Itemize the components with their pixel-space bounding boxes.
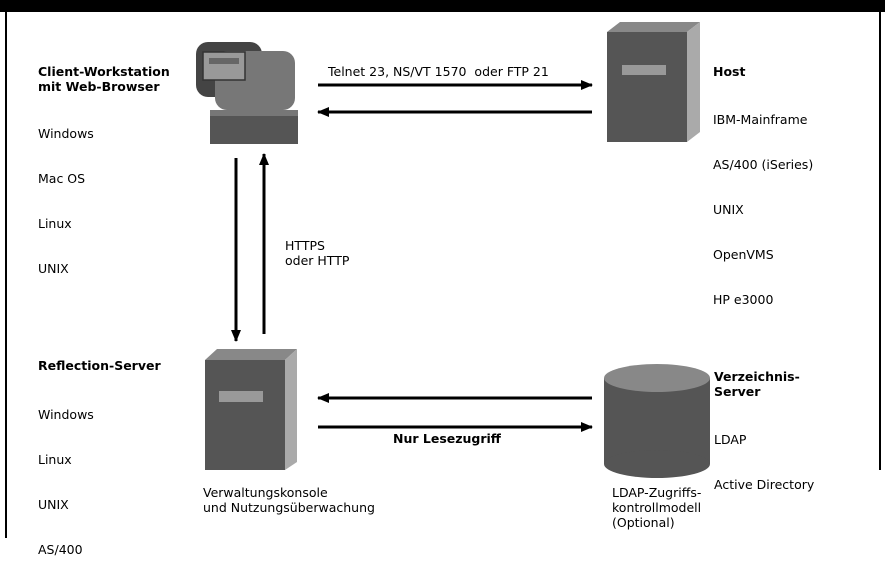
- client-os-item: Mac OS: [38, 171, 86, 186]
- host-title: Host: [713, 64, 746, 79]
- network-diagram: [196, 22, 710, 478]
- reflection-os-item: AS/400: [38, 542, 83, 557]
- directory-items-list: LDAP Active Directory: [714, 402, 814, 507]
- host-system-item: AS/400 (iSeries): [713, 157, 814, 172]
- reflection-os-list: Windows Linux UNIX AS/400: [38, 377, 94, 572]
- directory-caption-line2: kontrollmodell: [612, 500, 702, 515]
- directory-item: Active Directory: [714, 477, 815, 492]
- directory-item: LDAP: [714, 432, 747, 447]
- client-os-item: Linux: [38, 216, 72, 231]
- host-system-item: UNIX: [713, 202, 744, 217]
- client-os-item: Windows: [38, 126, 94, 141]
- client-os-list: Windows Mac OS Linux UNIX: [38, 96, 94, 291]
- client-title-line2: mit Web-Browser: [38, 79, 160, 94]
- reflection-caption-line1: Verwaltungskonsole: [203, 485, 328, 500]
- host-systems-list: IBM-Mainframe AS/400 (iSeries) UNIX Open…: [713, 82, 813, 322]
- client-title-line1: Client-Workstation: [38, 64, 170, 79]
- workstation-icon: [196, 42, 298, 144]
- reflection-os-item: Windows: [38, 407, 94, 422]
- telnet-label: Telnet 23, NS/VT 1570 oder FTP 21: [328, 64, 549, 79]
- left-border: [5, 0, 7, 538]
- client-os-item: UNIX: [38, 261, 69, 276]
- host-system-item: OpenVMS: [713, 247, 774, 262]
- reflection-caption-line2: und Nutzungsüberwachung: [203, 500, 375, 515]
- https-label-line2: oder HTTP: [285, 253, 350, 268]
- directory-title-line1: Verzeichnis-: [714, 369, 800, 384]
- directory-caption-line1: LDAP-Zugriffs-: [612, 485, 702, 500]
- reflection-title: Reflection-Server: [38, 358, 161, 373]
- right-border: [879, 0, 881, 470]
- host-system-item: HP e3000: [713, 292, 774, 307]
- https-label-line1: HTTPS: [285, 238, 325, 253]
- top-border: [0, 0, 885, 12]
- directory-title-line2: Server: [714, 384, 761, 399]
- host-server-icon: [607, 22, 700, 142]
- directory-caption-line3: (Optional): [612, 515, 675, 530]
- reflection-os-item: Linux: [38, 452, 72, 467]
- reflection-os-item: UNIX: [38, 497, 69, 512]
- reflection-server-icon: [205, 349, 297, 470]
- readonly-label: Nur Lesezugriff: [393, 431, 501, 446]
- directory-server-icon: [604, 364, 710, 478]
- host-system-item: IBM-Mainframe: [713, 112, 808, 127]
